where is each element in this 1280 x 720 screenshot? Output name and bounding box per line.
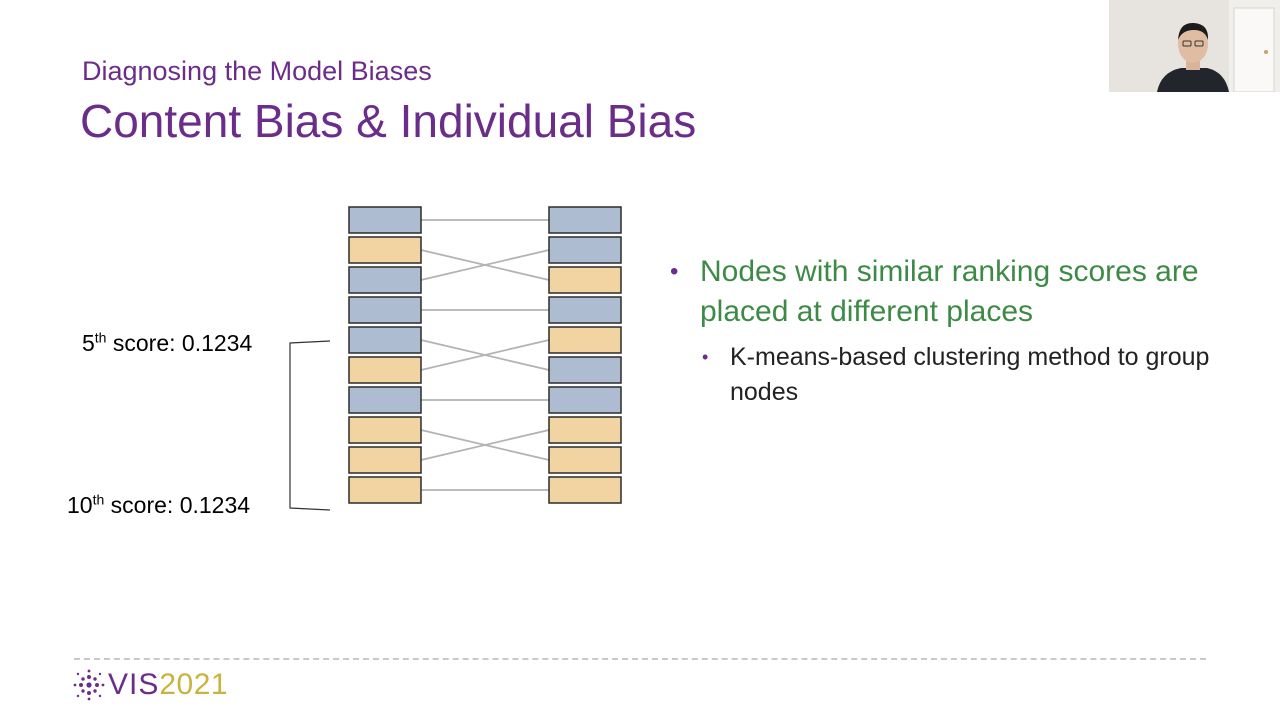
left-node-10-orange [348, 476, 422, 504]
top-score-suffix: th [94, 329, 107, 346]
bottom-score-ordinal: 10 [67, 492, 93, 518]
left-node-7-blue [348, 386, 422, 414]
top-score-text: score: 0.1234 [106, 330, 253, 356]
left-node-9-orange [348, 446, 422, 474]
right-column [548, 206, 622, 504]
presenter-webcam [1109, 0, 1280, 92]
label-top-score: 5th score: 0.1234 [82, 330, 252, 357]
right-node-10-orange [548, 476, 622, 504]
top-score-ordinal: 5 [82, 330, 95, 356]
left-node-8-orange [348, 416, 422, 444]
connector-lines [420, 219, 550, 491]
label-bottom-score: 10th score: 0.1234 [67, 492, 250, 519]
left-node-3-blue [348, 266, 422, 294]
connector-6-to-5 [420, 339, 550, 371]
left-column [348, 206, 422, 504]
presenter-image [1109, 0, 1280, 92]
right-node-5-orange [548, 326, 622, 354]
right-node-8-orange [548, 416, 622, 444]
logo-vis-text: VIS [108, 668, 160, 701]
logo-year-text: 2021 [159, 668, 229, 701]
vis-logo-icon [73, 669, 105, 701]
bullet-list: Nodes with similar ranking scores are pl… [668, 252, 1228, 410]
bullet-main: Nodes with similar ranking scores are pl… [668, 252, 1228, 332]
right-node-4-blue [548, 296, 622, 324]
right-node-1-blue [548, 206, 622, 234]
left-node-5-blue [348, 326, 422, 354]
slide-title: Content Bias & Individual Bias [80, 95, 697, 147]
bottom-score-suffix: th [92, 491, 105, 508]
left-node-1-blue [348, 206, 422, 234]
bottom-score-text: score: 0.1234 [104, 492, 251, 518]
right-node-2-blue [548, 236, 622, 264]
score-bracket [289, 340, 331, 511]
slide-subtitle: Diagnosing the Model Biases [82, 56, 432, 86]
left-node-6-orange [348, 356, 422, 384]
right-node-6-blue [548, 356, 622, 384]
connector-3-to-2 [420, 249, 550, 281]
right-node-9-orange [548, 446, 622, 474]
left-node-4-blue [348, 296, 422, 324]
right-node-7-blue [548, 386, 622, 414]
connector-9-to-8 [420, 429, 550, 461]
left-node-2-orange [348, 236, 422, 264]
footer-divider [74, 658, 1206, 660]
bullet-sub: K-means-based clustering method to group… [700, 340, 1228, 410]
right-node-3-orange [548, 266, 622, 294]
